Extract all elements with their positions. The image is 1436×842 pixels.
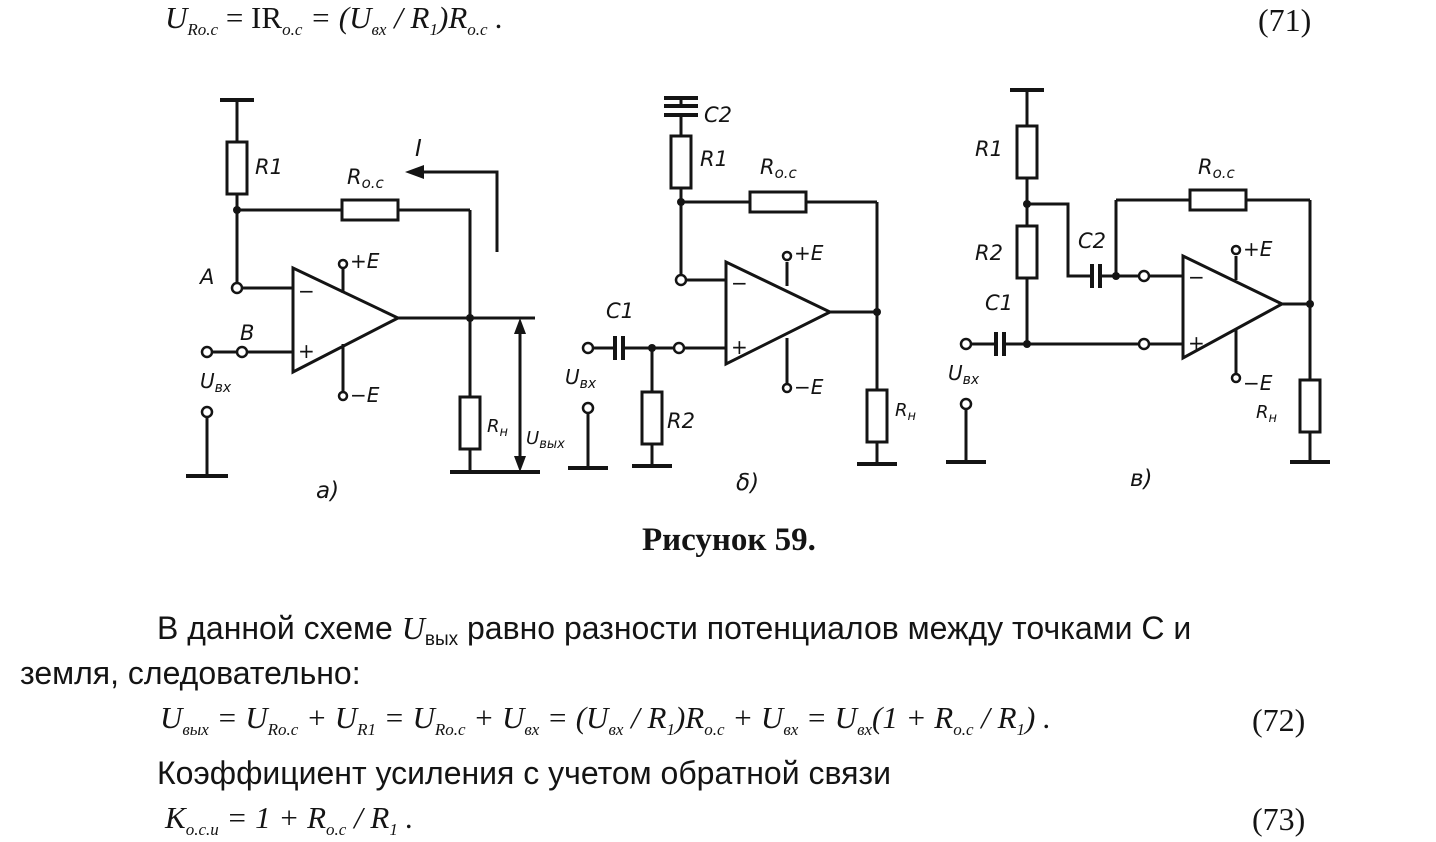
svg-text:C2: C2 [1078,229,1106,253]
resistor-r2-b [640,390,664,446]
svg-text:+E: +E [794,241,824,265]
svg-text:Rо.с: Rо.с [1198,155,1236,182]
resistor-r1-b [669,134,693,190]
svg-text:Rн: Rн [1256,402,1278,426]
resistor-r1-a [225,140,249,196]
equation-72: Uвых = URo.c + UR1 = URo.c + Uвх = (Uвх … [160,700,1051,739]
op-amp-b [724,259,834,367]
svg-text:−: − [298,279,315,303]
resistor-r2-c [1015,224,1039,280]
equation-number-72: (72) [1252,702,1306,738]
paragraph-line-3: Коэффициент усиления с учетом обратной с… [157,755,891,791]
circuit-panel-c: R1 R2 C2 C1 Rо.с − + +E −E Uвх Rн в) [946,88,1330,492]
svg-text:Uвх: Uвх [200,369,232,396]
svg-text:−: − [731,271,748,295]
op-amp-c [1181,253,1286,361]
svg-text:Rо.с: Rо.с [347,165,385,192]
svg-text:R1: R1 [975,137,1003,161]
svg-text:−E: −E [350,383,380,407]
svg-text:Uвых: Uвых [526,428,565,452]
resistor-r1-c [1015,124,1039,180]
svg-text:−E: −E [794,375,824,399]
svg-text:+: + [731,335,748,359]
op-amp-a [291,265,402,375]
equation-number-73: (73) [1252,801,1306,837]
svg-text:Rн: Rн [895,400,917,424]
svg-text:+E: +E [1243,237,1273,261]
svg-text:+: + [1188,331,1205,355]
svg-text:−: − [1188,265,1205,289]
circuit-panel-a: R1 Rо.с I A B − + +E −E Uвх Rн Uвых a) [186,98,565,504]
svg-text:R2: R2 [975,241,1003,265]
paragraph-line-1: В данной схеме Uвых равно разности потен… [157,610,1192,650]
svg-text:C1: C1 [606,299,634,323]
svg-text:в): в) [1130,466,1153,492]
svg-text:R1: R1 [700,147,728,171]
svg-text:+: + [298,339,315,363]
svg-text:Uвх: Uвх [948,361,980,388]
svg-text:+E: +E [350,249,380,273]
equation-number-71: (71) [1258,2,1312,38]
figure-caption: Рисунок 59. [642,522,816,558]
svg-text:B: B [240,321,254,345]
svg-text:Uвх: Uвх [565,365,597,392]
resistor-rn-a [458,395,482,451]
svg-text:I: I [415,136,422,162]
paragraph-line-2: земля, следовательно: [20,655,361,691]
svg-text:C1: C1 [985,291,1013,315]
circuit-panel-b: C2 R1 Rо.с C1 Uвх R2 − + +E −E Rн δ) [565,96,917,496]
svg-text:C2: C2 [704,103,732,127]
svg-text:a): a) [316,478,339,504]
equation-71: URo.c = IRo.c = (Uвх / R1)Ro.c . [165,0,504,39]
resistor-rn-b [865,388,889,444]
resistor-rn-c [1298,378,1322,434]
svg-text:δ): δ) [736,470,759,496]
svg-text:Rн: Rн [487,416,509,440]
resistor-roc-c [1188,188,1248,212]
equation-73: Ko.c.u = 1 + Ro.c / R1 . [165,800,414,839]
svg-text:Rо.с: Rо.с [760,155,798,182]
svg-text:−E: −E [1243,371,1273,395]
circuit-figure: R1 Rо.с I A B − + +E −E Uвх Rн Uвых a) [186,88,1330,504]
svg-text:R1: R1 [255,155,283,179]
resistor-roc-a [340,198,400,222]
resistor-roc-b [748,190,808,214]
svg-text:R2: R2 [667,409,695,433]
svg-text:A: A [198,265,214,289]
